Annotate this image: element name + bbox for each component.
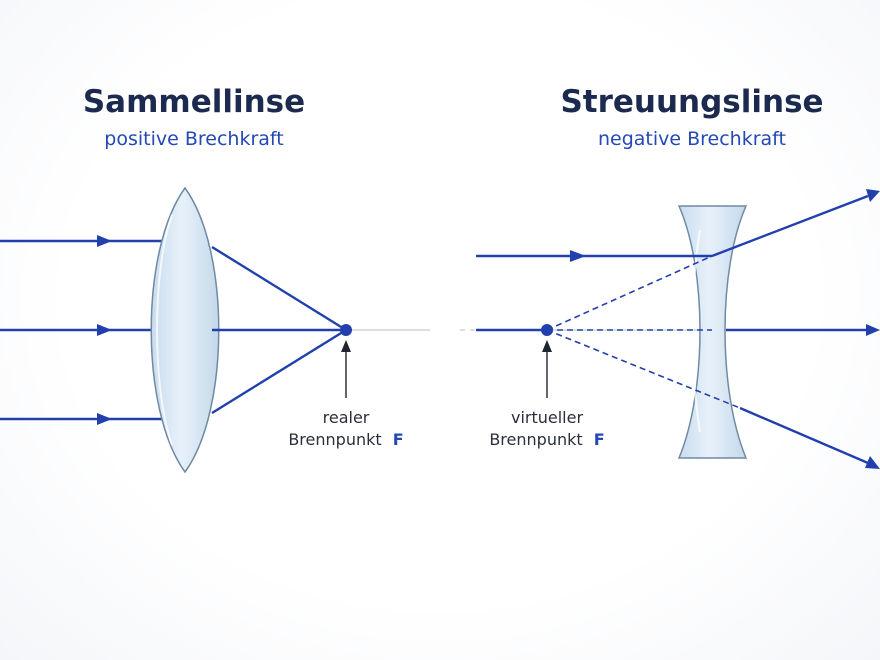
diverging-lens-panel: Streuungslinse negative Brechkraft virtu… [460,84,880,469]
diverging-ray-top-arrow [570,250,586,262]
diverging-focus-pointer-arrowhead [542,340,552,352]
diverging-ray-bottom-refracted-arrow [865,456,880,469]
converging-ray-middle-arrow [97,324,112,336]
converging-title: Sammellinse [83,84,305,120]
converging-lens-shape [150,186,220,474]
diverging-focus-label-line2: Brennpunkt F [489,430,604,449]
diverging-focus-label-line1: virtueller [511,408,583,427]
converging-focus-label-line1: realer [323,408,370,427]
converging-ray-bottom-refracted [211,328,347,415]
diverging-ray-top-refracted [711,194,869,258]
diverging-focus-label-text: Brennpunkt [489,430,582,449]
diverging-subtitle: negative Brechkraft [598,128,786,150]
diverging-ray-top-refracted-arrow [866,189,880,202]
converging-lens-panel: Sammellinse positive Brechkraft realer B… [0,84,430,474]
converging-focal-point [340,324,352,336]
diverging-ray-middle-refracted-arrow [866,324,880,336]
converging-ray-bottom-arrow [97,413,112,425]
converging-ray-top-arrow [97,235,112,247]
converging-subtitle: positive Brechkraft [104,128,283,150]
diverging-focal-point [541,324,553,336]
converging-focus-symbol: F [393,430,404,449]
diverging-virtual-ray-top [546,255,713,331]
converging-focus-label-line2: Brennpunkt F [288,430,403,449]
diverging-title: Streuungslinse [560,84,823,120]
converging-lens-highlight [156,214,173,446]
converging-focus-label-text: Brennpunkt [288,430,381,449]
diverging-ray-bottom-refracted [739,406,869,465]
diverging-virtual-ray-bottom [546,329,741,409]
converging-ray-top-refracted [211,245,347,332]
diverging-lens-shape [677,205,748,459]
diverging-focus-symbol: F [594,430,605,449]
converging-focus-pointer-arrowhead [341,340,351,352]
